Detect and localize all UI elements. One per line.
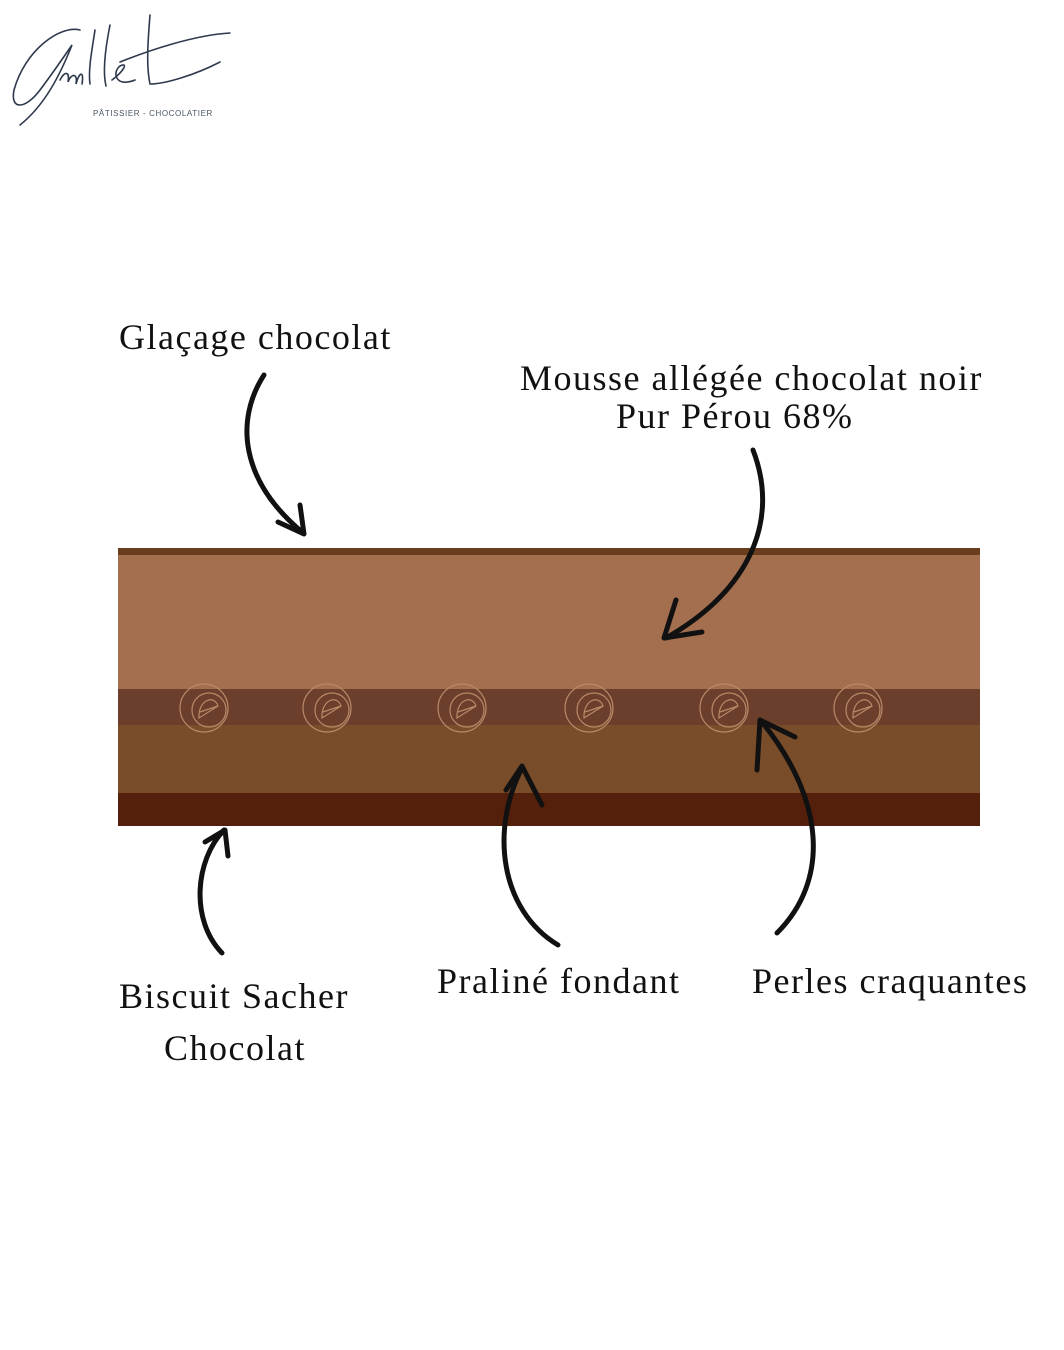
brand-logo: PÂTISSIER - CHOCOLATIER — [0, 0, 250, 140]
label-glaze: Glaçage chocolat — [119, 317, 392, 357]
pearl-icon — [699, 683, 749, 733]
pearl-icon — [179, 683, 229, 733]
arrow-mousse — [661, 447, 766, 641]
label-mousse-line1: Mousse allégée chocolat noir — [520, 358, 983, 398]
arrow-praline — [501, 763, 561, 948]
label-praline: Praliné fondant — [437, 961, 681, 1001]
pearl-band-layer — [118, 689, 980, 725]
pearl-icon — [833, 683, 883, 733]
label-pearls: Perles craquantes — [752, 961, 1029, 1001]
logo-tagline: PÂTISSIER - CHOCOLATIER — [93, 109, 213, 118]
arrow-pearls — [754, 717, 816, 936]
arrow-biscuit — [197, 827, 231, 956]
arrow-glaze — [244, 372, 307, 537]
pearl-icon — [437, 683, 487, 733]
mousse-layer — [118, 555, 980, 689]
label-mousse-line2: Pur Pérou 68% — [616, 396, 854, 436]
biscuit-layer — [118, 793, 980, 826]
label-biscuit-line2: Chocolat — [164, 1028, 306, 1068]
label-biscuit-line1: Biscuit Sacher — [119, 976, 349, 1016]
pearl-icon — [302, 683, 352, 733]
signature-logo — [12, 14, 231, 126]
pearl-icon — [564, 683, 614, 733]
glaze-layer — [118, 548, 980, 555]
praline-layer — [118, 725, 980, 793]
